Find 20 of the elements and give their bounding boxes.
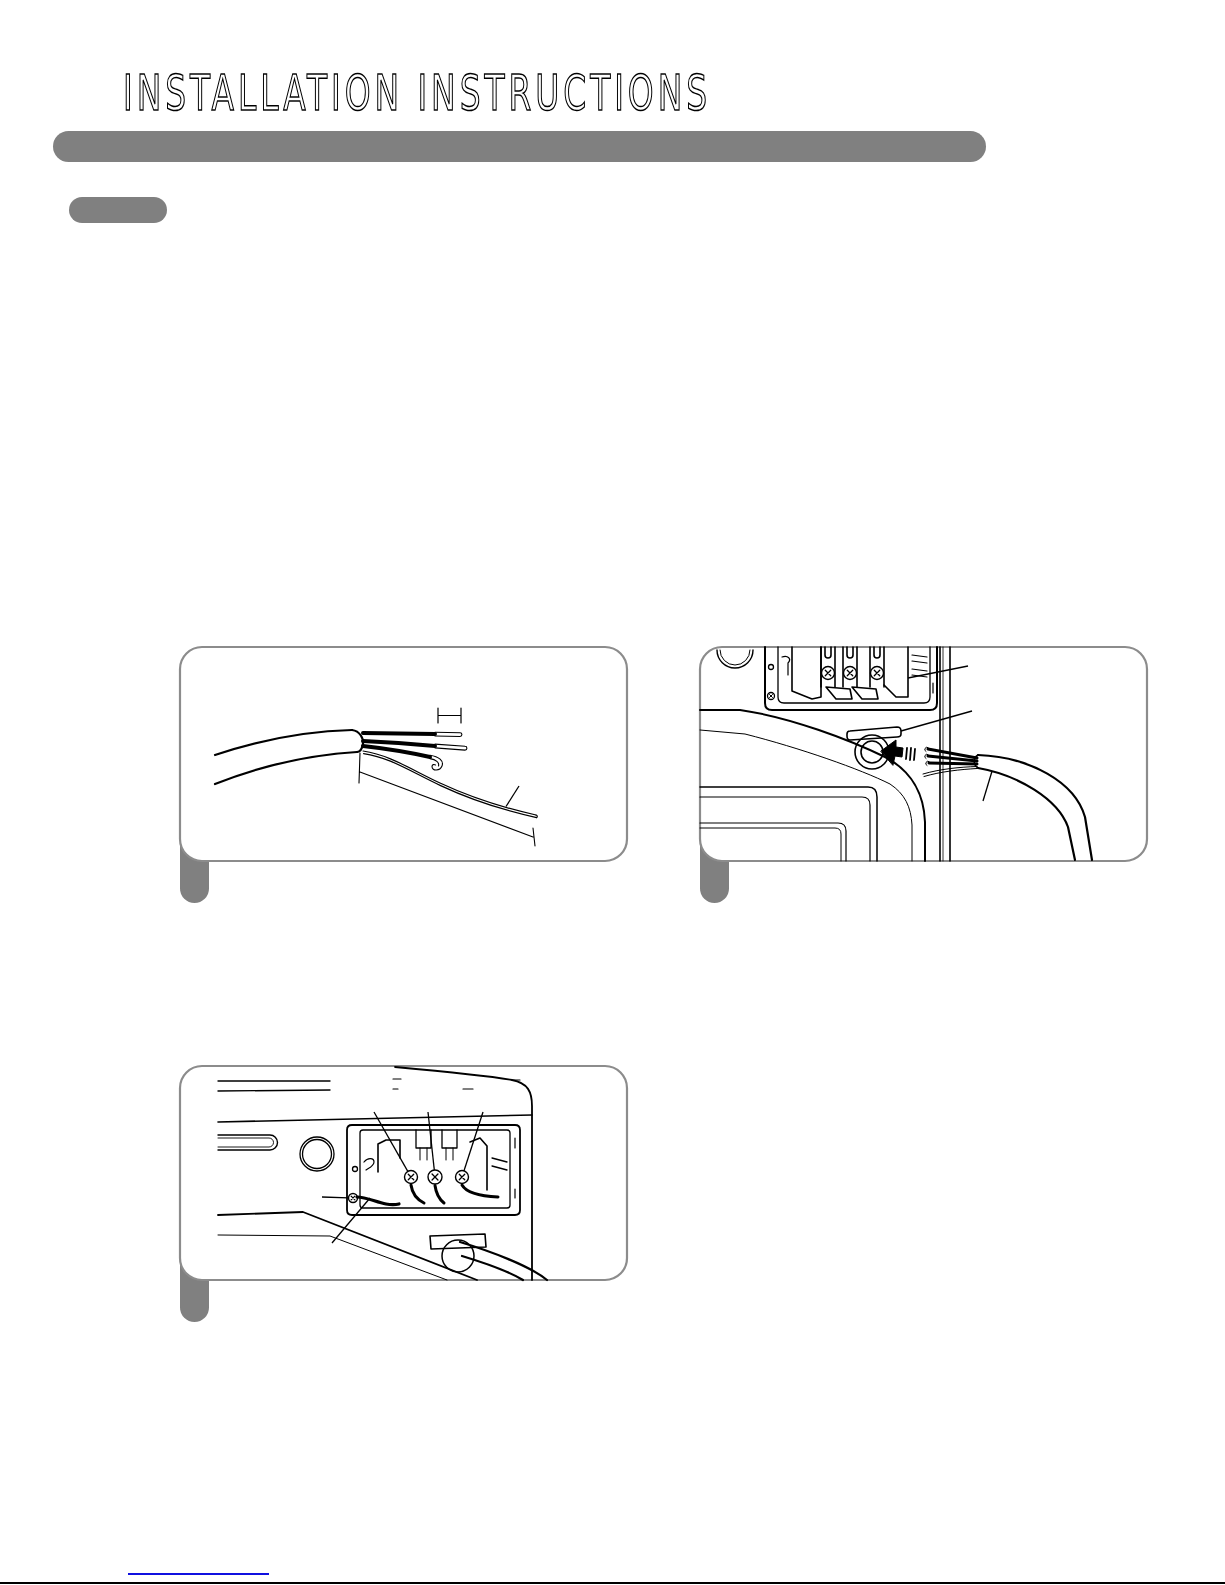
cord-clamp — [846, 726, 902, 770]
wire — [355, 1195, 401, 1207]
leader-line — [900, 710, 973, 732]
screw — [403, 1169, 419, 1185]
terminal-block — [791, 646, 909, 700]
leader-line — [463, 1111, 484, 1172]
page-title: INSTALLATION INSTRUCTIONS — [123, 68, 711, 118]
leader-line — [373, 1111, 409, 1173]
leader-line — [505, 785, 520, 808]
screw — [347, 1192, 359, 1204]
leader-line — [321, 1196, 350, 1199]
section-tab — [69, 197, 167, 223]
leader-line — [331, 1197, 371, 1244]
screw — [427, 1169, 443, 1185]
screw — [454, 1169, 470, 1185]
wire — [362, 750, 538, 819]
leader-line — [427, 1111, 435, 1171]
power-cord — [973, 753, 1094, 862]
leader-line — [982, 770, 993, 802]
leader-line — [907, 665, 969, 679]
